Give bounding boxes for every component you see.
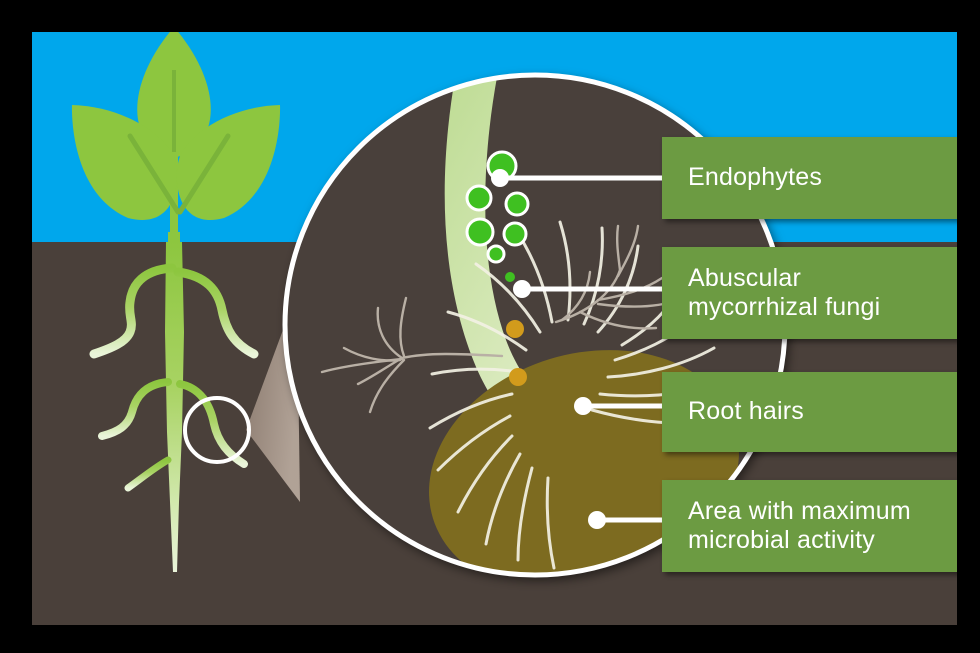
plant-lateral-root-5: [124, 456, 172, 492]
endophyte-dot: [465, 184, 493, 212]
callout-dot-microbial: [588, 511, 606, 529]
endophyte-dot: [486, 244, 506, 264]
plant-leaf-right: [176, 105, 281, 220]
endophyte-dot: [505, 272, 515, 282]
hyphae-network-right: [554, 224, 680, 330]
microbial-activity-zone: [429, 350, 739, 575]
plant-lateral-root-4: [176, 380, 248, 468]
diagram-artwork: [71, 32, 788, 578]
amf-spore-dot: [509, 368, 527, 386]
callout-dot-root-hairs: [574, 397, 592, 415]
magnifier-focus-circle: [183, 396, 251, 464]
amf-spore-dot: [506, 320, 524, 338]
plant-lateral-root-3: [98, 378, 172, 440]
magnified-detail-circle: [282, 72, 788, 578]
callout-leaders: [491, 169, 662, 529]
callout-dot-endophytes: [491, 169, 509, 187]
callout-dot-amf: [513, 280, 531, 298]
label-root-hairs[interactable]: Root hairs: [662, 372, 957, 452]
magnified-root-band: [444, 75, 636, 484]
plant-lateral-root-1: [89, 263, 177, 359]
label-root-hairs-text: Root hairs: [688, 397, 804, 426]
plant-leaf-left-vein: [127, 133, 181, 215]
plant-leaf-left: [71, 105, 178, 220]
endophyte-dot: [504, 191, 530, 217]
plant-illustration: [71, 32, 281, 572]
plant-leaf-right-vein: [177, 133, 231, 215]
plant-lateral-root-2: [173, 267, 259, 359]
label-endophytes[interactable]: Endophytes: [662, 137, 957, 219]
plant-taproot: [165, 242, 184, 572]
label-endophytes-text: Endophytes: [688, 163, 823, 192]
endophyte-dot: [502, 221, 528, 247]
hyphae-network-left: [320, 296, 504, 414]
endophyte-dot: [465, 217, 495, 247]
endophyte-dots-group: [465, 150, 530, 282]
